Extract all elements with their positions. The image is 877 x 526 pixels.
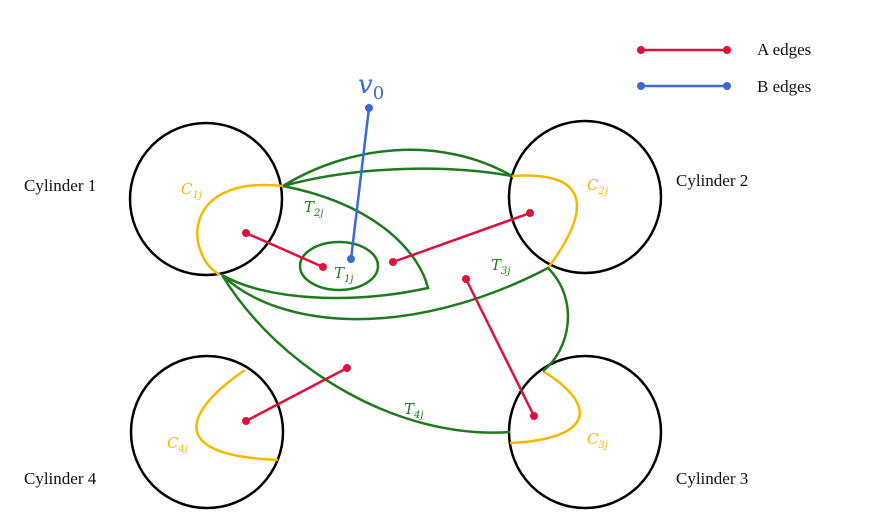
cylinder-2-circle xyxy=(507,119,663,275)
t1-label-main: T xyxy=(334,264,345,282)
c2-curve xyxy=(511,174,579,269)
cylinder-4-label: Cylinder 4 xyxy=(24,469,97,488)
c2-label-main: C xyxy=(587,176,599,194)
cylinder-1-circle xyxy=(128,121,284,277)
b-edge-1 xyxy=(349,107,371,260)
c1-label-sub: 1j xyxy=(192,190,201,201)
t4-label-main: T xyxy=(404,400,415,418)
t2-loop xyxy=(221,184,430,300)
legend-a-edge-start xyxy=(637,46,645,54)
b-edges xyxy=(347,104,373,263)
cylinder-2-label: Cylinder 2 xyxy=(676,171,748,190)
vertex-v0-label: v0 xyxy=(358,70,384,104)
c3-label: C3j xyxy=(587,430,608,451)
t-upper-arc-outer xyxy=(282,148,513,188)
legend-b-edge-start xyxy=(637,82,645,90)
vertex-v0-main: v xyxy=(358,70,373,100)
t1-label: T1j xyxy=(334,264,353,285)
c3-label-main: C xyxy=(587,430,599,448)
c2-label: C2j xyxy=(587,176,608,197)
a-edge-3 xyxy=(464,278,536,417)
t1-label-sub: 1j xyxy=(344,274,353,285)
t-right-connector xyxy=(542,267,570,372)
c4-label-sub: 4j xyxy=(177,444,187,455)
b-edge-1-end xyxy=(347,255,355,263)
cylinders xyxy=(128,119,663,510)
c1-label: C1j xyxy=(181,180,202,201)
a-edge-1-end xyxy=(319,263,327,271)
vertex-v0-sub: 0 xyxy=(373,83,384,104)
t4-label: T4j xyxy=(404,400,423,421)
a-edge-3-end xyxy=(530,412,538,420)
cylinder-3-circle xyxy=(507,354,663,510)
c4-label: C4j xyxy=(167,434,188,455)
t3-label-main: T xyxy=(491,256,502,274)
b-edge-1-start xyxy=(365,104,373,112)
legend-a-edge-end xyxy=(723,46,731,54)
c3-label-sub: 3j xyxy=(598,440,607,451)
a-edge-2-start xyxy=(389,258,397,266)
a-edge-2-end xyxy=(526,209,534,217)
legend-a-edges-label: A edges xyxy=(757,40,811,59)
t4-label-sub: 4j xyxy=(413,410,423,421)
a-edge-2 xyxy=(392,211,531,264)
t4-arc xyxy=(220,274,511,434)
cylinder-1-label: Cylinder 1 xyxy=(24,176,96,195)
t-upper-arc-inner xyxy=(282,167,513,188)
t2-label-sub: 2j xyxy=(313,208,323,219)
c4-curve xyxy=(195,368,279,462)
c-curves xyxy=(195,174,581,462)
a-edge-1-start xyxy=(242,229,250,237)
t3-label: T3j xyxy=(491,256,510,277)
t3-label-sub: 3j xyxy=(501,266,510,277)
legend: A edges B edges xyxy=(637,40,811,96)
t-curves xyxy=(220,148,570,434)
c4-label-main: C xyxy=(167,434,179,452)
legend-b-edges-label: B edges xyxy=(757,77,811,96)
t1-loop xyxy=(298,240,380,292)
a-edge-4 xyxy=(245,366,348,423)
a-edges xyxy=(242,209,538,425)
a-edge-3-start xyxy=(462,275,470,283)
legend-b-edge-end xyxy=(723,82,731,90)
c2-label-sub: 2j xyxy=(597,186,607,197)
cylinder-3-label: Cylinder 3 xyxy=(676,469,748,488)
t3-arc xyxy=(221,266,549,321)
a-edge-1 xyxy=(245,231,324,269)
t2-label: T2j xyxy=(304,198,323,219)
t2-label-main: T xyxy=(304,198,315,216)
c1-label-main: C xyxy=(181,180,193,198)
c3-curve xyxy=(509,369,581,445)
cylinder-4-circle xyxy=(129,354,285,510)
c1-curve xyxy=(196,183,284,277)
a-edge-4-start xyxy=(242,417,250,425)
a-edge-4-end xyxy=(343,364,351,372)
